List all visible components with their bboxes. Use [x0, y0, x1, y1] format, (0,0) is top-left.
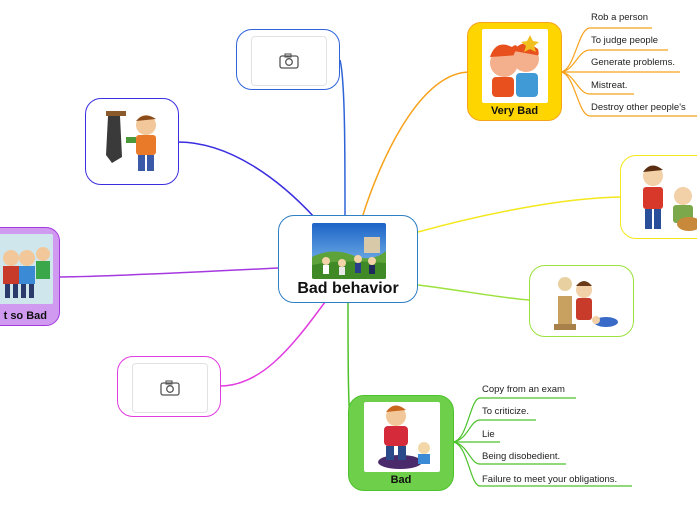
bad-leaf-links	[452, 397, 632, 487]
bad-item-1[interactable]: Copy from an exam	[482, 384, 565, 395]
link-very-bad	[361, 71, 471, 219]
image-placeholder-bottom-frame	[132, 363, 208, 413]
camera-icon	[160, 380, 180, 396]
image-topic-yellow-image	[631, 160, 697, 236]
not-so-bad-topic-title: t so Bad	[3, 310, 47, 322]
bad-topic-image	[364, 402, 440, 472]
link-not-so-bad	[59, 267, 279, 278]
image-topic-yellow[interactable]	[620, 155, 697, 239]
link-lime-image	[417, 284, 531, 301]
link-bottom-camera	[219, 301, 326, 387]
very-bad-item-4[interactable]: Mistreat.	[591, 80, 628, 91]
very-bad-topic-image	[482, 29, 548, 103]
link-top-camera	[339, 59, 346, 216]
image-topic-lime-image	[548, 270, 620, 334]
not-so-bad-topic-image	[0, 234, 53, 304]
very-bad-topic-title: Very Bad	[490, 105, 539, 117]
image-topic-indigo[interactable]	[85, 98, 179, 185]
image-placeholder-bottom[interactable]	[117, 356, 221, 417]
central-topic[interactable]: Bad behavior	[278, 215, 418, 303]
bad-item-4[interactable]: Being disobedient.	[482, 451, 561, 462]
very-bad-leaf-links	[560, 27, 697, 117]
bad-item-5[interactable]: Failure to meet your obligations.	[482, 474, 618, 485]
bad-item-2[interactable]: To criticize.	[482, 406, 529, 417]
bad-item-3[interactable]: Lie	[482, 429, 495, 440]
very-bad-item-1[interactable]: Rob a person	[591, 12, 649, 23]
camera-icon	[279, 53, 299, 69]
image-topic-lime[interactable]	[529, 265, 634, 337]
central-topic-title: Bad behavior	[297, 280, 399, 297]
bad-topic[interactable]: Bad	[348, 395, 454, 491]
very-bad-topic[interactable]: Very Bad	[467, 22, 562, 121]
image-placeholder-top-frame	[251, 36, 327, 86]
central-topic-image	[312, 223, 386, 279]
link-boy-image	[177, 141, 316, 219]
not-so-bad-topic[interactable]: t so Bad	[0, 227, 60, 326]
very-bad-item-3[interactable]: Generate problems.	[591, 57, 675, 68]
very-bad-item-5[interactable]: Destroy other people's	[591, 102, 686, 113]
very-bad-item-2[interactable]: To judge people	[591, 35, 659, 46]
image-placeholder-top[interactable]	[236, 29, 340, 90]
link-yellow-image	[417, 196, 621, 233]
bad-topic-title: Bad	[390, 474, 412, 486]
image-topic-indigo-image	[100, 105, 166, 179]
